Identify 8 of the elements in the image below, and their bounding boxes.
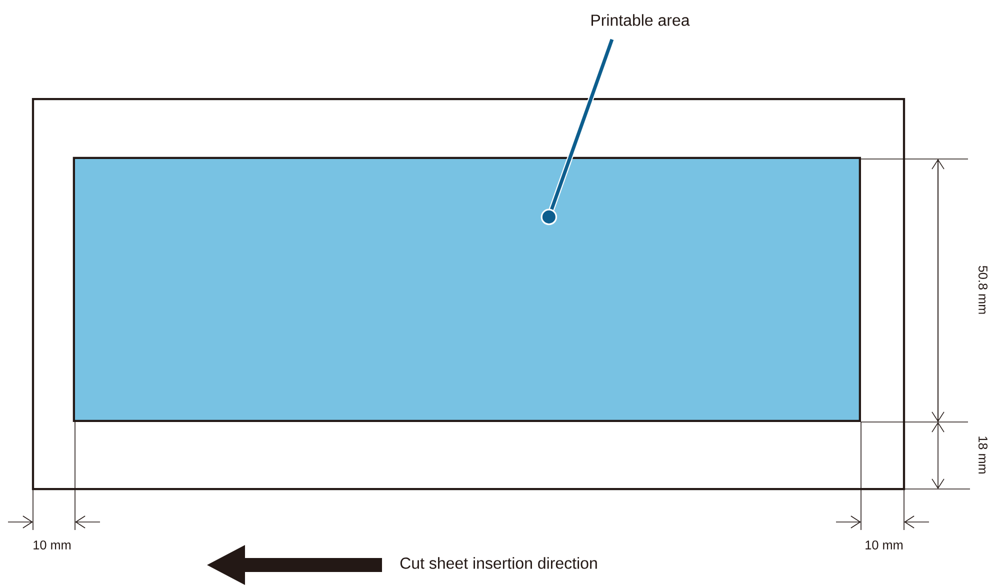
dimension-label: 10 mm	[866, 540, 903, 550]
dimension-label: 18 mm	[978, 436, 988, 474]
leader-line	[540, 38, 615, 226]
direction-label: Cut sheet insertion direction	[400, 557, 597, 569]
dimension-label: 50.8 mm	[978, 266, 988, 314]
printable-area	[72, 156, 861, 422]
dimension-label: 10 mm	[34, 540, 71, 550]
callout-text: Printable area	[592, 14, 690, 26]
